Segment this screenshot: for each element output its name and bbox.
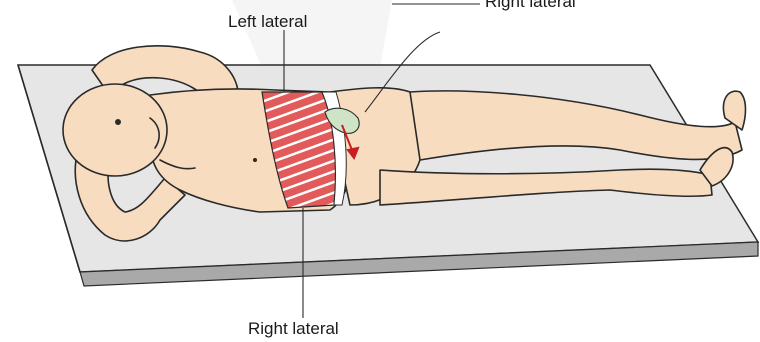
head bbox=[63, 84, 167, 176]
label-right-lateral-top: Right lateral bbox=[485, 0, 576, 11]
nipple bbox=[253, 158, 257, 162]
label-right-lateral-bottom: Right lateral bbox=[248, 319, 339, 338]
eye bbox=[115, 119, 121, 125]
label-left-lateral: Left lateral bbox=[228, 12, 307, 31]
